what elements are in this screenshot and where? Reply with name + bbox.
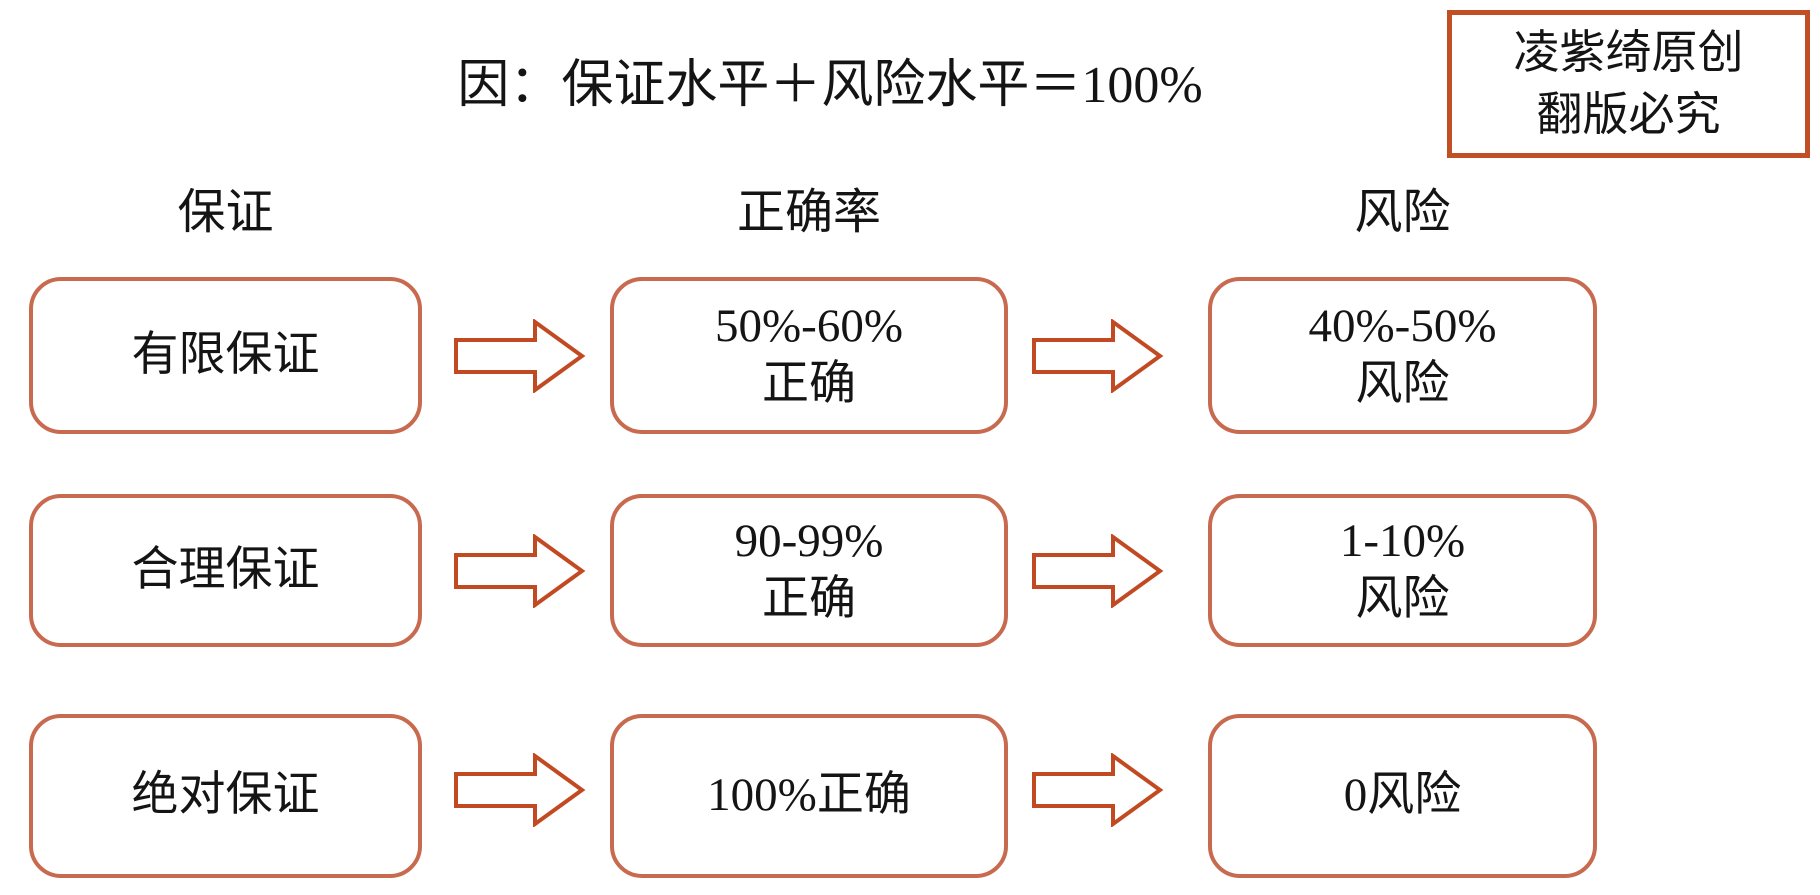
risk-label: 风险 [1355, 357, 1450, 410]
assurance-label: 合理保证 [131, 543, 320, 596]
column-header-risk: 风险 [1354, 186, 1451, 239]
assurance-label: 有限保证 [131, 328, 320, 381]
accuracy-box-row1: 50%-60% 正确 [610, 277, 1008, 434]
diagram-title: 因：保证水平＋风险水平＝100% [457, 57, 1203, 114]
risk-label: 风险 [1355, 572, 1450, 625]
watermark-line-1: 凌紫绮原创 [1513, 26, 1744, 78]
accuracy-value: 90-99% [734, 515, 884, 568]
arrow-right-icon [454, 534, 586, 608]
risk-value: 40%-50% [1308, 300, 1497, 353]
column-header-assurance: 保证 [177, 186, 274, 239]
risk-box-row2: 1-10% 风险 [1208, 494, 1597, 647]
accuracy-box-row2: 90-99% 正确 [610, 494, 1008, 647]
arrow-right-icon [454, 319, 586, 393]
assurance-label: 绝对保证 [131, 769, 320, 822]
risk-value: 1-10% [1339, 515, 1466, 568]
watermark-line-2: 翻版必究 [1536, 89, 1721, 140]
accuracy-box-row3: 100%正确 [610, 714, 1008, 878]
accuracy-value: 50%-60% [715, 300, 903, 353]
risk-box-row3: 0风险 [1208, 714, 1597, 878]
arrow-right-icon [454, 753, 586, 827]
arrow-right-icon [1032, 753, 1164, 827]
accuracy-label: 正确 [762, 357, 856, 410]
watermark-box: 凌紫绮原创 翻版必究 [1447, 10, 1810, 158]
assurance-box-absolute: 绝对保证 [29, 714, 422, 878]
risk-box-row1: 40%-50% 风险 [1208, 277, 1597, 434]
column-header-accuracy: 正确率 [736, 186, 881, 239]
risk-value: 0风险 [1343, 769, 1462, 822]
arrow-right-icon [1032, 534, 1164, 608]
arrow-right-icon [1032, 319, 1164, 393]
accuracy-value: 100%正确 [707, 769, 911, 822]
accuracy-label: 正确 [762, 572, 856, 625]
assurance-box-reasonable: 合理保证 [29, 494, 422, 647]
assurance-box-limited: 有限保证 [29, 277, 422, 434]
